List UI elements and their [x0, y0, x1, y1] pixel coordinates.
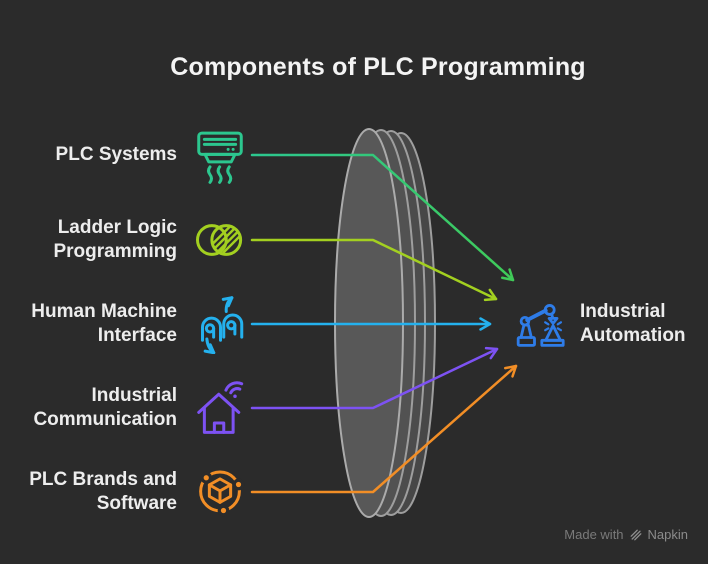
made-with-napkin: Made with Napkin	[564, 527, 688, 542]
flow-arrow-industrial-communication	[250, 346, 499, 410]
flow-arrow-plc-brands	[250, 364, 518, 494]
venn-circles-icon	[189, 209, 251, 271]
flow-arrow-ladder-logic	[250, 238, 498, 302]
component-label: PLC Systems	[56, 143, 177, 167]
component-item-industrial-communication: Industrial Communication	[12, 360, 251, 456]
target-item-industrial-automation: Industrial Automation	[511, 274, 686, 374]
label-line: Communication	[33, 409, 177, 430]
component-item-ladder-logic: Ladder Logic Programming	[12, 192, 251, 288]
target-label: Industrial Automation	[580, 300, 686, 348]
cube-network-icon	[189, 461, 251, 523]
component-item-plc-systems: PLC Systems	[12, 107, 251, 203]
label-line: PLC Brands and	[29, 469, 177, 490]
label-line: Ladder Logic	[57, 217, 177, 238]
smart-home-icon	[189, 377, 251, 439]
label-line: Industrial	[91, 385, 177, 406]
label-line: Industrial	[580, 301, 666, 322]
component-label: Ladder Logic Programming	[53, 216, 177, 264]
flow-arrow-plc-systems	[250, 153, 515, 282]
label-line: PLC Systems	[55, 144, 177, 165]
label-line: Programming	[53, 241, 177, 262]
label-line: Software	[96, 493, 177, 514]
page-title: Components of PLC Programming	[170, 53, 586, 81]
label-line: Interface	[97, 325, 177, 346]
component-label: PLC Brands and Software	[29, 468, 177, 516]
component-label: Human Machine Interface	[31, 300, 177, 348]
label-line: Automation	[580, 325, 686, 346]
napkin-brand-label: Napkin	[647, 527, 688, 542]
component-item-hmi: Human Machine Interface	[12, 276, 251, 372]
label-line: Human Machine	[31, 301, 177, 322]
component-label: Industrial Communication	[33, 384, 177, 432]
touch-gesture-icon	[189, 293, 251, 355]
air-conditioner-icon	[189, 124, 251, 186]
component-item-plc-brands: PLC Brands and Software	[12, 444, 251, 540]
napkin-logo-icon	[630, 529, 641, 540]
made-with-label: Made with	[564, 527, 624, 542]
robot-arm-icon	[511, 296, 567, 352]
